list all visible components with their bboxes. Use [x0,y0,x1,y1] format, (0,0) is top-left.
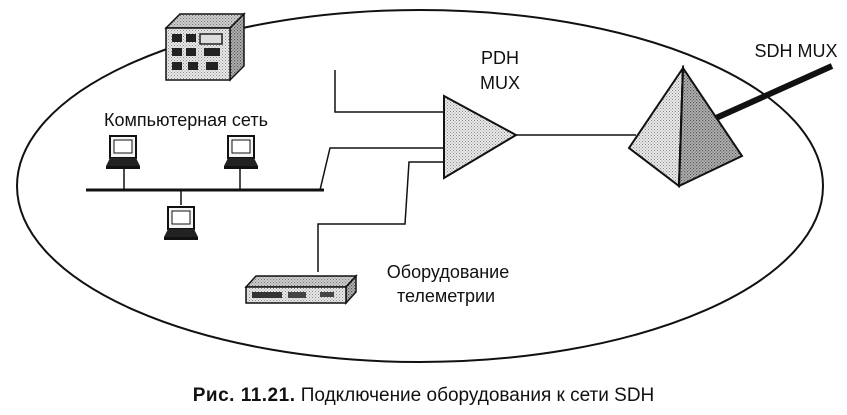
pyramid-mux-icon [627,63,834,188]
network-boundary [16,9,824,363]
pdh-mux-label-line1: PDH [481,48,519,68]
link-pbx-to-pdh [334,70,444,113]
link-telemetry-to-pdh [317,161,444,272]
computer-network-label: Компьютерная сеть [104,110,268,130]
figure-number: Рис. 11.21. [192,385,296,406]
computer-terminal-icon [224,135,258,169]
telemetry-label-line1: Оборудование [387,262,509,282]
connection-lines [317,70,636,272]
triangle-mux-icon [443,94,519,180]
computer-terminal-icon [106,135,140,169]
computer-terminal-icon [164,206,198,240]
figure-caption-text: Подключение оборудования к сети SDH [300,385,655,406]
sdh-mux-label: SDH MUX [754,41,837,61]
telemetry-device-icon [244,274,358,305]
lan-bus [86,169,324,205]
sdh-uplink [714,63,834,121]
link-lan-to-pdh [319,147,444,191]
telemetry-label-line2: телеметрии [397,286,495,306]
pdh-mux-label-line2: MUX [480,73,520,93]
pbx-cabinet-icon [164,12,246,82]
figure-caption: Рис. 11.21. Подключение оборудования к с… [0,385,847,407]
